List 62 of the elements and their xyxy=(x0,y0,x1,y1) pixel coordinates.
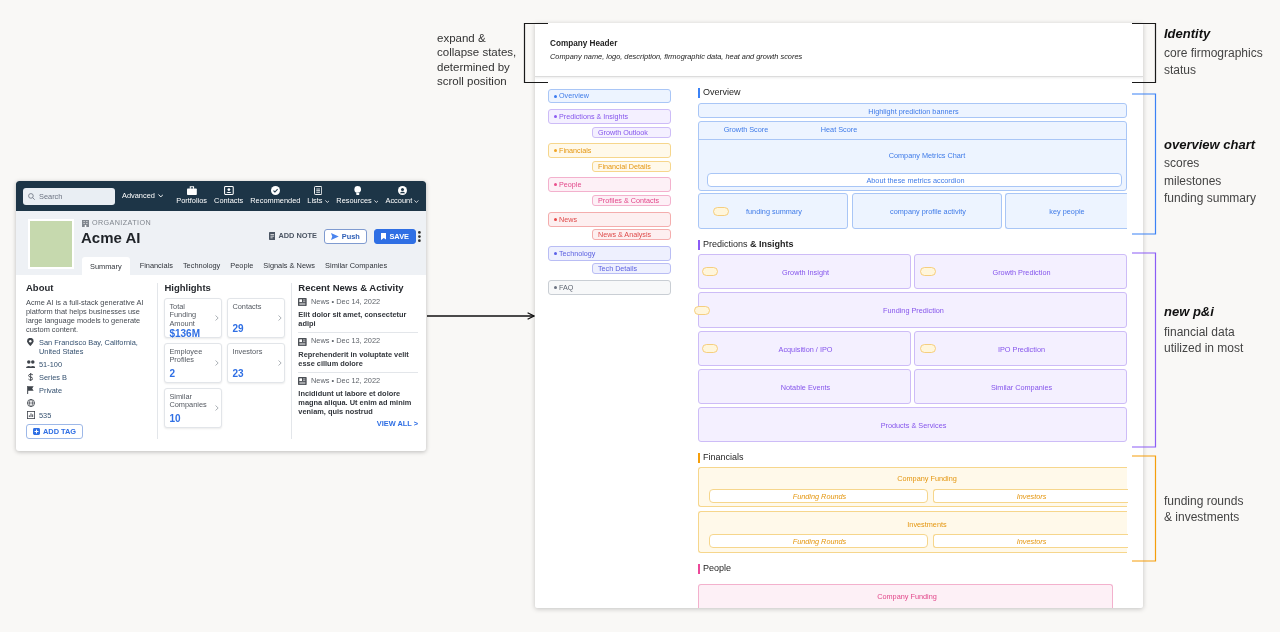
sub-block xyxy=(933,534,1128,548)
annotation-text: financial data utilized in most xyxy=(1164,325,1245,356)
app-screenshot xyxy=(16,181,426,451)
content-block xyxy=(698,584,1113,608)
annotation-text: core firmographics xyxy=(1164,46,1263,61)
annotation-title: new p&i xyxy=(1164,304,1214,320)
section-heading: Recent News & Activity xyxy=(298,283,404,294)
sub-nav-item xyxy=(592,229,671,240)
annotation-title: Identity xyxy=(1164,26,1211,42)
content-block xyxy=(914,331,1127,366)
company-name: Acme AI xyxy=(81,229,141,247)
content-block xyxy=(914,254,1127,289)
metric-value: 2 xyxy=(169,367,175,379)
annotation-text: funding summary xyxy=(1164,191,1257,206)
content-block xyxy=(698,369,911,404)
metric-value: 10 xyxy=(169,412,181,424)
section-heading: Predictions & Insights xyxy=(703,239,794,250)
section-heading: Financials xyxy=(703,452,744,463)
nav-item xyxy=(548,109,671,124)
sub-nav-item xyxy=(592,127,671,138)
nav-item xyxy=(548,177,671,192)
content-block xyxy=(698,407,1127,442)
annotation-title: overview chart xyxy=(1164,137,1256,153)
section-heading: Highlights xyxy=(164,283,211,294)
annotation-text: scores xyxy=(1164,156,1200,171)
content-block xyxy=(698,467,1127,507)
content-block xyxy=(698,511,1127,553)
sub-nav-item xyxy=(592,195,671,206)
metric-value: 29 xyxy=(232,322,244,334)
sub-block xyxy=(709,489,928,503)
nav-item xyxy=(548,89,671,103)
annotation-text: funding rounds & investments xyxy=(1164,494,1245,525)
content-block xyxy=(698,121,1127,191)
annotation-text: milestones xyxy=(1164,174,1222,189)
content-block xyxy=(698,103,1127,118)
nav-item xyxy=(548,143,671,158)
content-block xyxy=(852,193,1002,229)
sub-nav-item xyxy=(592,263,671,274)
metric-value: 23 xyxy=(232,367,244,379)
annotation-text: status xyxy=(1164,63,1196,78)
content-block xyxy=(698,193,848,229)
section-heading: People xyxy=(703,563,732,574)
section-title: Company Header xyxy=(550,39,618,49)
nav-item xyxy=(548,212,671,227)
page-wireframe xyxy=(535,23,1143,608)
sub-nav-item xyxy=(592,161,671,172)
arrow xyxy=(426,312,535,320)
header-section xyxy=(535,23,1143,77)
content-block xyxy=(698,331,911,366)
content-block xyxy=(698,292,1127,328)
sub-block xyxy=(709,534,928,548)
nav-item xyxy=(548,246,671,261)
section-heading: Overview xyxy=(703,87,741,98)
content-block xyxy=(698,254,911,289)
content-block xyxy=(1005,193,1127,229)
section-heading: About xyxy=(26,283,54,294)
nav-item xyxy=(548,280,671,295)
sub-block xyxy=(933,489,1128,503)
sub-block xyxy=(707,173,1122,187)
metric-value: $136M xyxy=(169,328,200,340)
annotation-text: expand & collapse states, determined by scroll position xyxy=(437,31,518,89)
content-block xyxy=(914,369,1127,404)
